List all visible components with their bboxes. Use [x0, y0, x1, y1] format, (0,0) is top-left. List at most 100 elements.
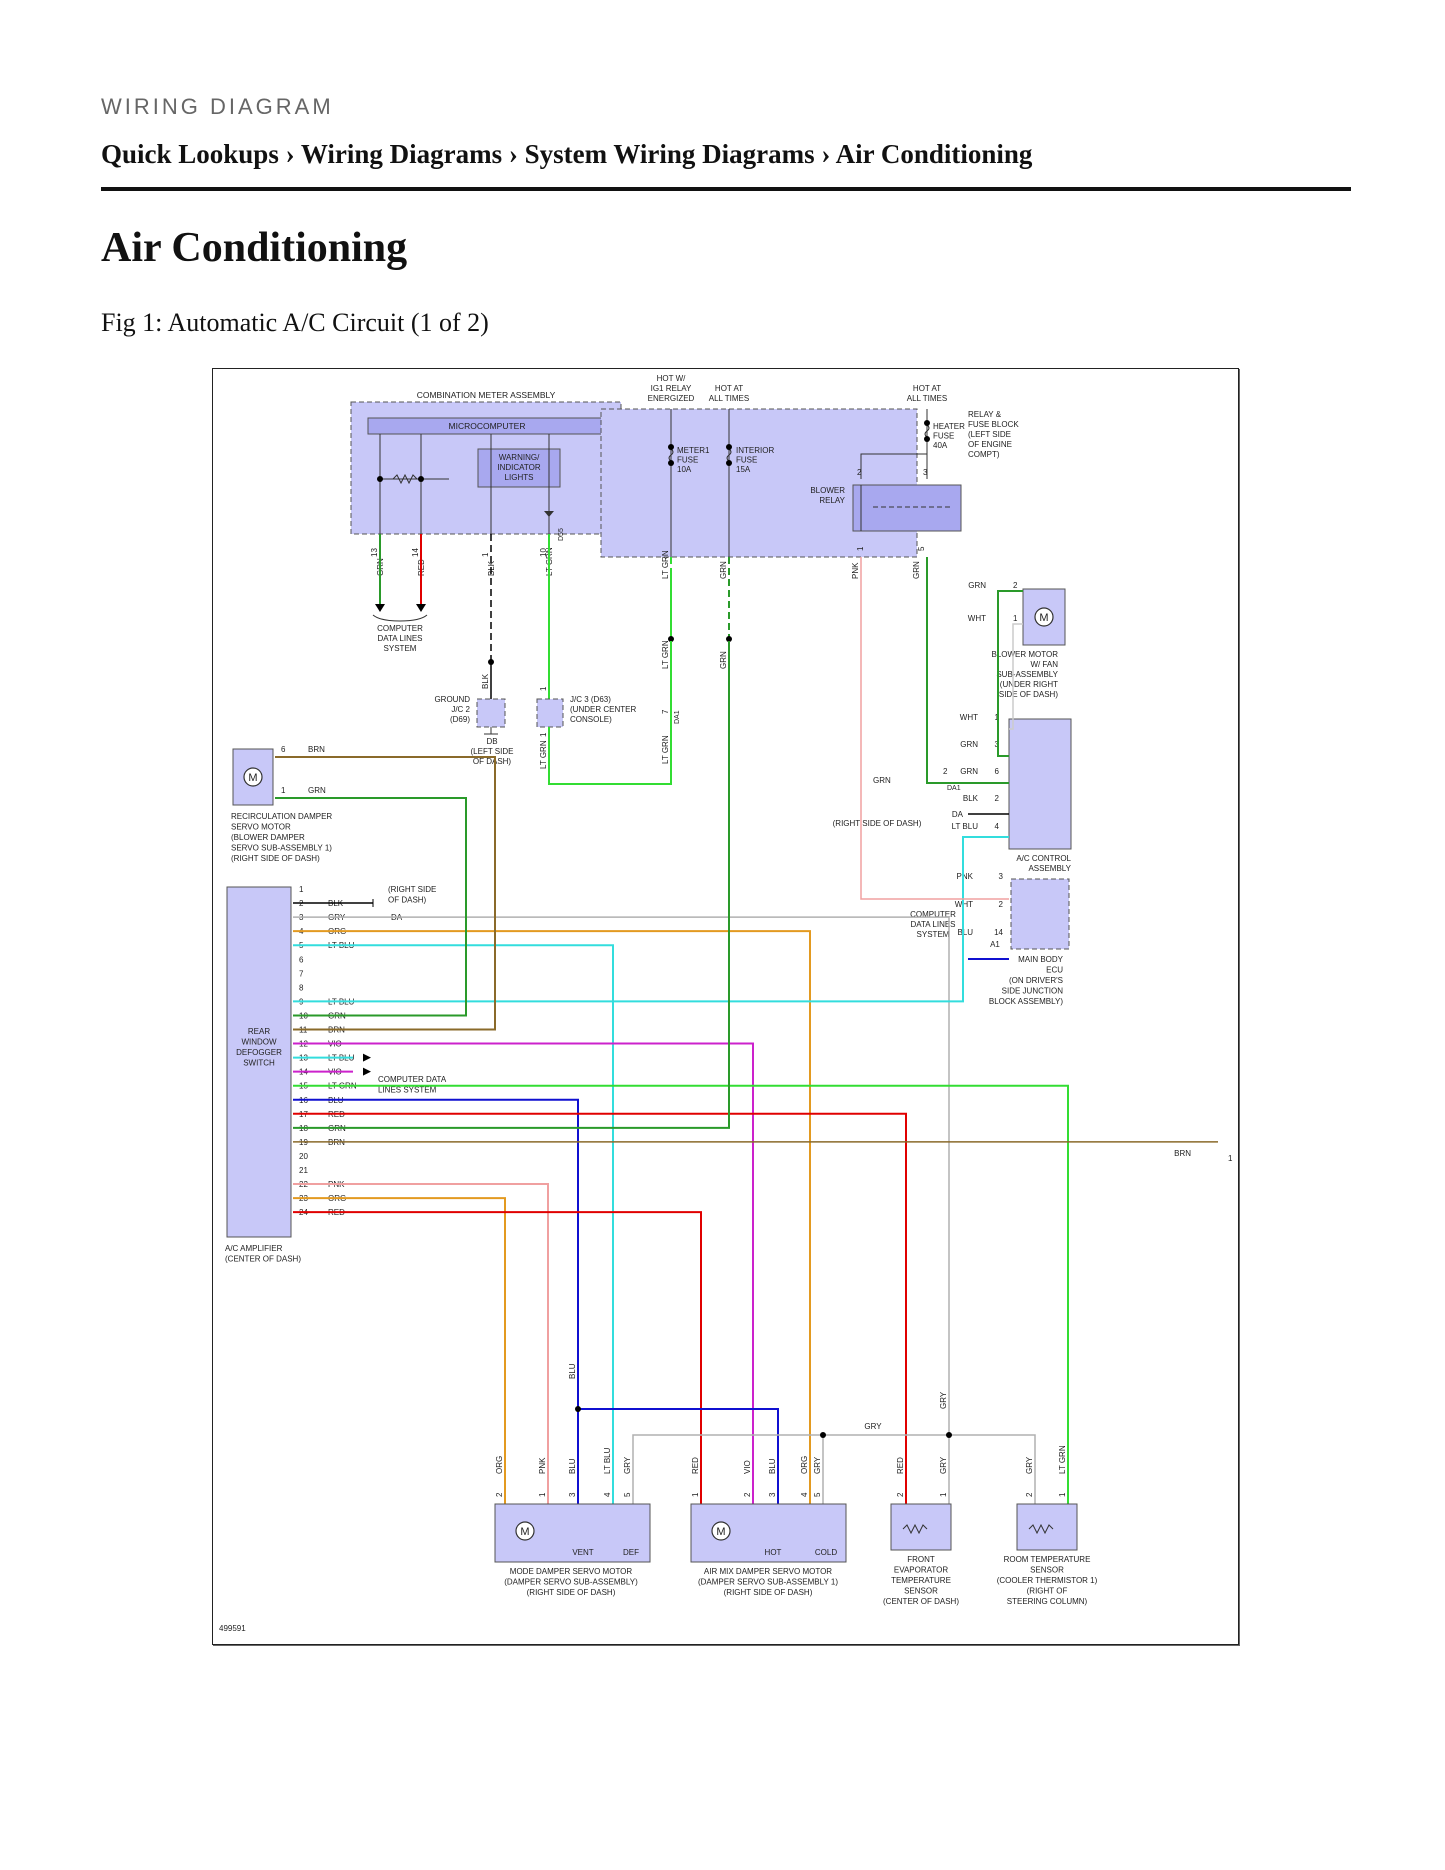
wire-amp-blu: [293, 1098, 579, 1504]
wire-amp-ltgrn: [293, 1084, 1069, 1504]
figure-caption: Fig 1: Automatic A/C Circuit (1 of 2): [101, 308, 489, 337]
wire-label: ORG: [800, 1456, 809, 1474]
wire-label: ORG: [495, 1456, 504, 1474]
recirculation-motor-icon: [243, 767, 263, 787]
breadcrumb-item-system-wiring-diagrams[interactable]: System Wiring Diagrams: [524, 139, 815, 169]
air-mix-motor-icon: [711, 1521, 731, 1541]
amplifier-pin-8: 8: [299, 983, 304, 992]
computer-data-lines-label: SYSTEM: [384, 644, 417, 653]
relay-fuse-block-label: OF ENGINE: [968, 440, 1012, 449]
ac-control-label: A/C CONTROL: [1016, 854, 1071, 863]
airmix-pin-1: 1: [691, 1492, 700, 1497]
wire-label: 2: [943, 767, 948, 776]
computer-data-lines-label: COMPUTER: [910, 910, 956, 919]
thermistor-symbol: [1028, 1523, 1054, 1535]
breadcrumb-item-air-conditioning[interactable]: Air Conditioning: [835, 139, 1033, 169]
cold-label: COLD: [815, 1548, 837, 1557]
computer-data-lines-label: DATA LINES: [910, 920, 955, 929]
front-evaporator-label: FRONT: [907, 1555, 935, 1564]
splice-dot: [924, 436, 930, 442]
interior-fuse-label: INTERIOR: [736, 446, 774, 455]
breadcrumb: Quick Lookups › Wiring Diagrams › System…: [101, 139, 1032, 170]
room-temperature-label: (COOLER THERMISTOR 1): [997, 1576, 1098, 1585]
room-temperature-label: STEERING COLUMN): [1007, 1597, 1088, 1606]
wire-label: WHT: [960, 713, 978, 722]
breadcrumb-item-quick-lookups[interactable]: Quick Lookups: [101, 139, 279, 169]
arrow-icon: [363, 1067, 371, 1076]
wire-label: GRN: [912, 561, 921, 579]
air-mix-damper-servo-motor: [690, 1503, 847, 1563]
meter-pin-14: 14: [411, 548, 420, 557]
wire-label: BLU: [568, 1363, 577, 1379]
wire-jc3-ltgrn: [548, 569, 672, 785]
blower-pin-2: 2: [1013, 581, 1018, 590]
fuse-line: [860, 453, 928, 479]
ac-control-pin-2: 2: [995, 794, 1000, 803]
rear-defogger-label: WINDOW: [241, 1038, 277, 1047]
wire-label: GRN: [719, 651, 728, 669]
wire-label: LT BLU: [603, 1447, 612, 1474]
ground-jc2-block: [476, 698, 506, 728]
ac-control-pin-4: 4: [995, 822, 1000, 831]
recirc-pin-1: 1: [281, 786, 286, 795]
jc3-label: CONSOLE): [570, 715, 612, 724]
arrow-icon: [416, 604, 426, 612]
relay-pin-2: 2: [857, 468, 862, 477]
bracket-symbol: [372, 614, 428, 622]
ecu-pin-3: 3: [999, 872, 1004, 881]
wire-label: GRN: [968, 581, 986, 590]
blower-relay-label: BLOWER: [810, 486, 845, 495]
air-mix-motor-icon-letter: M: [716, 1526, 725, 1538]
wire-label: LT GRN: [661, 640, 670, 669]
meter-fuse-label: METER1: [677, 446, 710, 455]
splice-dot: [726, 444, 732, 450]
warning-lights-block: [477, 448, 561, 488]
relay-pin-1: 1: [856, 546, 865, 551]
wire-label: LT GRN: [661, 550, 670, 579]
computer-data-lines-label: LINES SYSTEM: [378, 1086, 437, 1095]
air-mix-label: (RIGHT SIDE OF DASH): [724, 1588, 813, 1597]
wire-amp-org-23: [293, 1197, 506, 1504]
hot-all-times-label: HOT AT: [913, 384, 941, 393]
splice-dot: [418, 476, 424, 482]
page-title: Air Conditioning: [101, 225, 408, 271]
mode-pin-2: 2: [495, 1492, 504, 1497]
heater-fuse-label: FUSE: [933, 432, 954, 441]
meter-fuse-label: FUSE: [677, 456, 698, 465]
hot-all-times-label: ALL TIMES: [907, 394, 947, 403]
blower-motor-label: (UNDER RIGHT: [1000, 680, 1058, 689]
room-temperature-label: (RIGHT OF: [1027, 1587, 1068, 1596]
wire-amp-ltblu: [293, 944, 614, 1504]
wire-blu-bus: [578, 1408, 779, 1504]
mode-pin-4: 4: [603, 1492, 612, 1497]
recirculation-motor-label: RECIRCULATION DAMPER: [231, 812, 332, 821]
wire-label: GRY: [939, 1391, 948, 1409]
recirc-pin-6: 6: [281, 745, 286, 754]
mode-pin-5: 5: [623, 1492, 632, 1497]
breadcrumb-item-wiring-diagrams[interactable]: Wiring Diagrams: [300, 139, 503, 169]
splice-dot: [575, 1406, 581, 1412]
room-temperature-sensor: [1016, 1503, 1078, 1551]
front-evaporator-sensor: [890, 1503, 952, 1551]
amplifier-pin-20: 20: [299, 1152, 308, 1161]
wire-amp-red-24: [293, 1211, 702, 1504]
jc3-pin: 1: [539, 686, 548, 691]
front-evaporator-label: SENSOR: [904, 1587, 938, 1596]
ground-jc2-label: GROUND: [434, 695, 470, 704]
wire-label: GRY: [939, 1456, 948, 1474]
air-mix-label: AIR MIX DAMPER SERVO MOTOR: [704, 1567, 832, 1576]
ac-control-label: ASSEMBLY: [1028, 864, 1071, 873]
wire-label: 1: [1228, 1154, 1233, 1163]
breadcrumb-separator: ›: [508, 139, 518, 169]
relay-fuse-block-label: RELAY &: [968, 410, 1002, 419]
mode-damper-label: MODE DAMPER SERVO MOTOR: [510, 1567, 633, 1576]
wire-wht-blower: [1009, 623, 1023, 730]
rear-defogger-label: SWITCH: [243, 1059, 275, 1068]
resistor-symbol: [392, 473, 418, 485]
amplifier-pin-1: 1: [299, 885, 304, 894]
main-body-ecu-label: MAIN BODY: [1018, 955, 1064, 964]
arrow-icon: [375, 604, 385, 612]
wire-label: GRN: [960, 740, 978, 749]
warning-lights-label: WARNING/: [499, 453, 540, 462]
db-label: OF DASH): [473, 757, 512, 766]
